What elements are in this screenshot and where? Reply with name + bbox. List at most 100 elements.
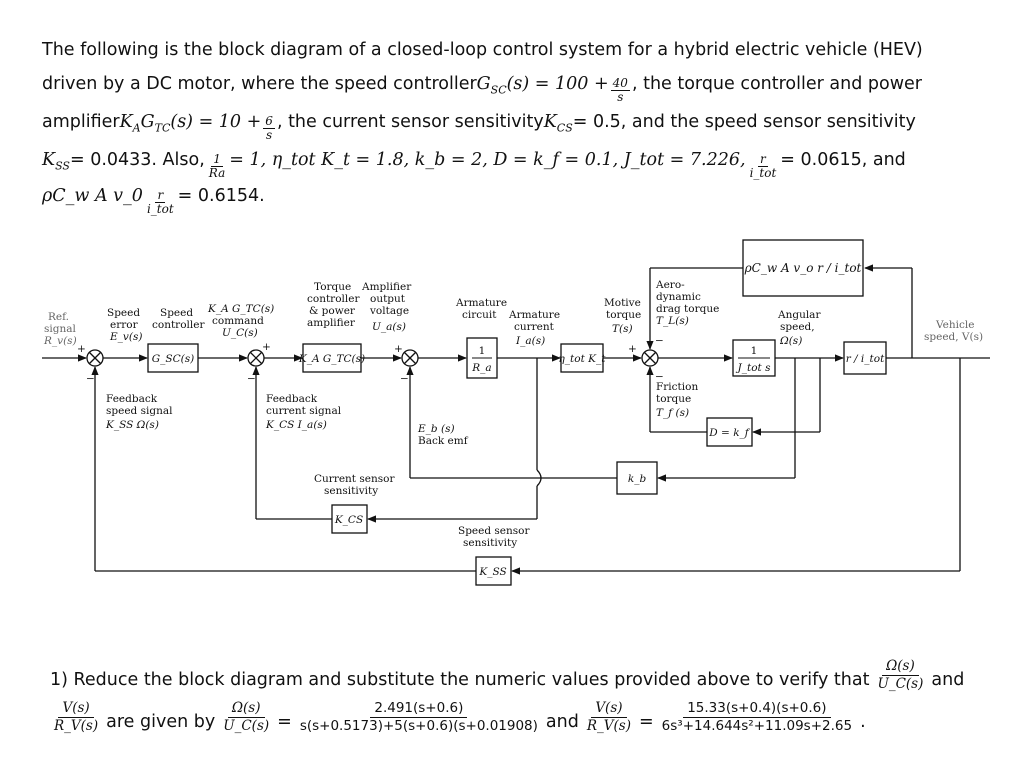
svg-text:R_v(s): R_v(s): [43, 335, 77, 347]
r-itot-block-label: r / i_tot: [846, 353, 885, 365]
sign-plus-2: +: [262, 341, 271, 353]
line5-value: = 0.6154.: [177, 186, 265, 206]
svg-text:current: current: [514, 321, 555, 333]
j-block-num: 1: [751, 345, 758, 357]
svg-text:speed,: speed,: [780, 321, 815, 333]
katc-block-label: K_A G_TC(s): [298, 353, 365, 365]
svg-text:E_b (s): E_b (s): [417, 423, 455, 435]
svg-text:E_v(s): E_v(s): [109, 331, 142, 343]
question-text: 1) Reduce the block diagram and substitu…: [50, 669, 870, 690]
svg-text:Amplifier: Amplifier: [361, 281, 412, 293]
kss-value: = 0.0433. Also,: [69, 150, 205, 170]
svg-text:Torque: Torque: [314, 281, 351, 293]
kss-block-label: K_SS: [478, 566, 506, 578]
diagram-labels: Ref. signal R_v(s) Speed error E_v(s) Sp…: [43, 279, 983, 549]
svg-text:& power: & power: [309, 305, 356, 317]
svg-text:sensitivity: sensitivity: [463, 537, 517, 549]
svg-text:voltage: voltage: [369, 305, 409, 317]
sign-minus-1: −: [86, 373, 95, 385]
eq2-lhs: V(s)R_V(s): [586, 700, 631, 734]
svg-text:torque: torque: [606, 309, 641, 321]
svg-text:command: command: [212, 315, 264, 327]
svg-text:Speed: Speed: [107, 307, 140, 319]
svg-text:K_SS Ω(s): K_SS Ω(s): [105, 419, 159, 431]
svg-text:T_f (s): T_f (s): [656, 407, 689, 419]
eq2-equals: =: [639, 711, 654, 732]
svg-text:amplifier: amplifier: [307, 317, 356, 329]
svg-text:Feedback: Feedback: [266, 393, 318, 405]
svg-text:T(s): T(s): [612, 323, 633, 335]
svg-text:K_CS I_a(s): K_CS I_a(s): [265, 419, 327, 431]
problem-line-3b: , the current sensor sensitivity: [276, 112, 544, 132]
svg-text:Angular: Angular: [777, 309, 821, 321]
svg-text:Ref.: Ref.: [48, 311, 69, 323]
question-line-1: 1) Reduce the block diagram and substitu…: [50, 658, 986, 697]
line4-end: = 0.0615, and: [780, 150, 906, 170]
problem-statement: The following is the block diagram of a …: [42, 38, 986, 218]
sign-plus-4: +: [628, 343, 637, 355]
eq1-equals: =: [277, 711, 292, 732]
sign-plus-3: +: [394, 343, 403, 355]
final-period: .: [860, 711, 866, 732]
sign-minus-3: −: [400, 373, 409, 385]
svg-text:Vehicle: Vehicle: [935, 319, 974, 331]
svg-text:Current sensor: Current sensor: [314, 473, 395, 485]
svg-text:Speed sensor: Speed sensor: [458, 525, 530, 537]
and-word-1: and: [931, 669, 965, 690]
problem-line-3a: amplifier: [42, 112, 120, 132]
sign-minus-4: −: [655, 335, 664, 347]
svg-text:error: error: [110, 319, 139, 331]
svg-text:Motive: Motive: [604, 297, 641, 309]
line4-values: = 1, η_tot K_t = 1.8, k_b = 2, D = k_f =…: [229, 150, 746, 170]
svg-text:Armature: Armature: [455, 297, 507, 309]
svg-text:speed signal: speed signal: [106, 405, 173, 417]
sign-minus-2: −: [247, 373, 256, 385]
friction-block-label: D = k_f: [708, 427, 751, 439]
svg-text:Armature: Armature: [508, 309, 560, 321]
ra-block-den: R_a: [471, 362, 491, 374]
svg-text:torque: torque: [656, 393, 691, 405]
svg-text:sensitivity: sensitivity: [324, 485, 378, 497]
svg-text:controller: controller: [152, 319, 205, 331]
omega-uc-fraction: Ω(s)U_C(s): [877, 658, 924, 692]
v-rv-fraction: V(s)R_V(s): [54, 700, 99, 734]
aero-block-label: ρC_w A v_o r / i_tot: [744, 261, 862, 275]
j-block-den: J_tot s: [736, 362, 772, 374]
gsc-block-label: G_SC(s): [152, 353, 194, 365]
problem-line-2a: driven by a DC motor, where the speed co…: [42, 74, 477, 94]
svg-text:U_a(s): U_a(s): [372, 321, 406, 333]
svg-text:Ω(s): Ω(s): [779, 335, 802, 347]
svg-text:drag torque: drag torque: [656, 303, 719, 315]
svg-text:signal: signal: [44, 323, 76, 335]
ra-block-num: 1: [479, 345, 486, 357]
svg-text:dynamic: dynamic: [656, 291, 701, 303]
kcs-symbol: KCS: [543, 112, 573, 135]
eta-kt-block-label: η_tot K_t: [559, 353, 607, 365]
line5-symbol: ρC_w A v_0: [42, 186, 143, 206]
svg-text:Feedback: Feedback: [106, 393, 158, 405]
svg-text:controller: controller: [307, 293, 360, 305]
svg-text:Speed: Speed: [160, 307, 193, 319]
svg-text:Back emf: Back emf: [418, 435, 469, 447]
eq1-lhs: Ω(s)U_C(s): [223, 700, 270, 734]
problem-line-2b: , the torque controller and power: [631, 74, 922, 94]
svg-text:output: output: [370, 293, 406, 305]
sign-minus-5: −: [655, 371, 664, 383]
question-line-2: V(s)R_V(s) are given by Ω(s)U_C(s) = 2.4…: [50, 700, 986, 739]
kss-symbol: KSS: [42, 150, 70, 173]
svg-text:U_C(s): U_C(s): [222, 327, 258, 339]
problem-line-1-text: The following is the block diagram of a …: [42, 40, 923, 60]
kcs-value: = 0.5, and the speed sensor sensitivity: [572, 112, 916, 132]
svg-text:speed, V(s): speed, V(s): [924, 331, 983, 343]
svg-text:I_a(s): I_a(s): [515, 335, 545, 347]
kb-block-label: k_b: [628, 473, 647, 485]
are-given-text: are given by: [106, 711, 216, 732]
problem-line-2: driven by a DC motor, where the speed co…: [42, 74, 986, 106]
